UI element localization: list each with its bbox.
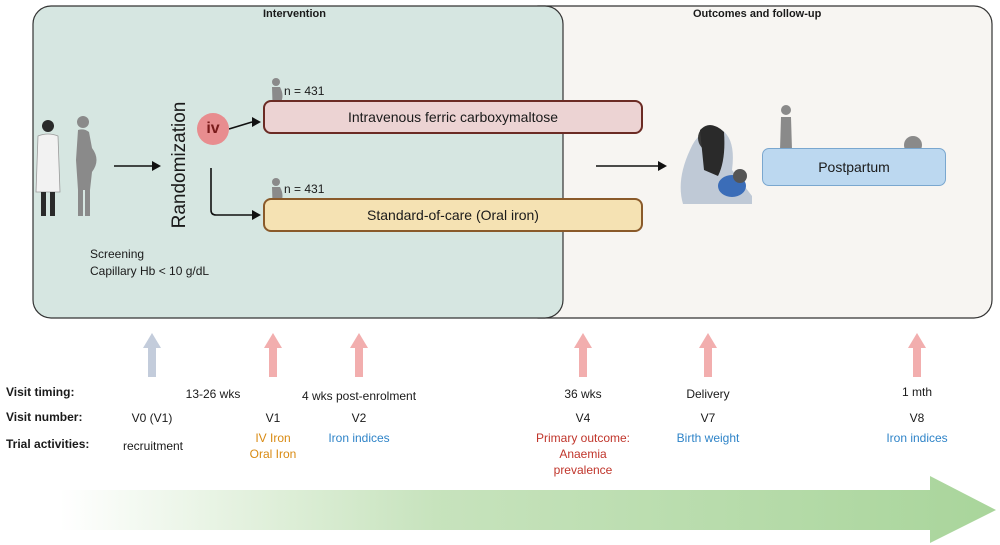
- timing-v2: 4 wks post-enrolment: [301, 389, 417, 403]
- number-v4: V4: [575, 411, 591, 425]
- postpartum-box: Postpartum: [762, 148, 946, 186]
- visit-arrow-v2-icon: [350, 333, 368, 377]
- outcomes-title: Outcomes and follow-up: [693, 8, 822, 20]
- postpartum-label: Postpartum: [818, 159, 890, 175]
- timing-v8: 1 mth: [901, 385, 933, 399]
- activity-v7: Birth weight: [676, 431, 740, 445]
- timeline-arrow-icon: [60, 476, 996, 543]
- screening-label: Screening: [90, 247, 145, 261]
- pregnant-woman-icon: [76, 116, 97, 216]
- arrow-to-randomization-icon: [152, 161, 161, 171]
- activity-v8: Iron indices: [886, 431, 948, 445]
- number-v8: V8: [909, 411, 925, 425]
- number-v1: V1: [265, 411, 281, 425]
- iv-arm-count: n = 431: [284, 84, 325, 98]
- intervention-panel: [32, 5, 564, 319]
- number-v2: V2: [351, 411, 367, 425]
- activity-v4-line2: Anaemia: [559, 447, 607, 461]
- visit-arrow-v8-icon: [908, 333, 926, 377]
- activity-v4: Primary outcome: Anaemia prevalence: [536, 430, 630, 478]
- arrow-to-delivery-icon: [658, 161, 667, 171]
- timing-v1: 13-26 wks: [185, 387, 241, 401]
- activity-v4-line3: prevalence: [553, 463, 613, 477]
- activity-v1-iv: IV Iron: [255, 431, 291, 445]
- intervention-title: Intervention: [263, 8, 326, 20]
- breastfeeding-mother-icon: [680, 125, 752, 204]
- activity-v1: IV Iron Oral Iron: [250, 430, 297, 462]
- activity-v2: Iron indices: [328, 431, 390, 445]
- activity-v0: recruitment: [122, 439, 184, 453]
- timing-v7: Delivery: [686, 387, 730, 401]
- iv-arm-label: Intravenous ferric carboxymaltose: [347, 109, 559, 125]
- oral-arm-count: n = 431: [284, 182, 325, 196]
- number-v0: V0 (V1): [131, 411, 173, 425]
- visit-number-row-label: Visit number:: [6, 410, 83, 424]
- iv-arm-box: Intravenous ferric carboxymaltose: [263, 100, 643, 134]
- activity-v1-oral: Oral Iron: [249, 447, 297, 461]
- randomization-label: Randomization: [169, 101, 190, 229]
- visit-arrow-v7-icon: [699, 333, 717, 377]
- screening-criteria: Capillary Hb < 10 g/dL: [90, 264, 210, 278]
- visit-arrow-v0-icon: [143, 333, 161, 377]
- number-v7: V7: [700, 411, 716, 425]
- visit-arrow-v4-icon: [574, 333, 592, 377]
- timing-v4: 36 wks: [564, 387, 602, 401]
- arrow-to-oral-arm-icon: [252, 210, 261, 220]
- doctor-figure-icon: [35, 120, 61, 216]
- oral-arm-label: Standard-of-care (Oral iron): [367, 207, 539, 223]
- trial-activities-row-label: Trial activities:: [6, 437, 90, 451]
- arrow-to-iv-arm-icon: [252, 117, 261, 127]
- oral-arm-box: Standard-of-care (Oral iron): [263, 198, 643, 232]
- screening-text: Screening Capillary Hb < 10 g/dL: [90, 246, 209, 280]
- iv-badge: iv: [197, 113, 229, 145]
- visit-timing-row-label: Visit timing:: [6, 385, 75, 399]
- visit-arrow-v1-icon: [264, 333, 282, 377]
- activity-v4-line1: Primary outcome:: [535, 431, 631, 445]
